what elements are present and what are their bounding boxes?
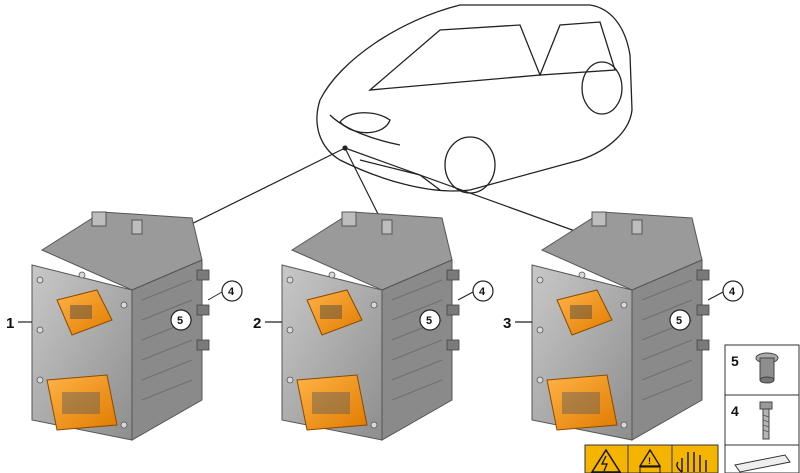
parts-legend: 5 4: [724, 344, 800, 473]
svg-text:5: 5: [676, 315, 682, 327]
bolt-icon: [759, 401, 773, 440]
legend-label-4: 4: [731, 403, 739, 419]
warning-label: !: [584, 444, 719, 473]
caution-manual-icon: !: [638, 448, 662, 473]
svg-text:5: 5: [426, 315, 432, 327]
svg-text:4: 4: [228, 286, 235, 298]
callout-circles-unit-3: 4 5: [669, 280, 744, 331]
grommet-icon: [755, 352, 779, 384]
car-outline: [316, 4, 633, 194]
callout-circles-unit-1: 4 5: [170, 280, 243, 331]
legend-label-5: 5: [731, 353, 739, 369]
svg-text:!: !: [648, 456, 651, 466]
protective-glove-icon: [676, 452, 707, 473]
callout-3: 3: [503, 315, 511, 332]
callout-1: 1: [6, 315, 14, 332]
callout-circles-unit-2: 4 5: [419, 280, 494, 331]
svg-text:4: 4: [729, 286, 736, 298]
svg-text:4: 4: [479, 286, 486, 298]
svg-text:5: 5: [177, 315, 183, 327]
callout-2: 2: [253, 315, 261, 332]
high-voltage-warning-icon: [590, 448, 622, 473]
